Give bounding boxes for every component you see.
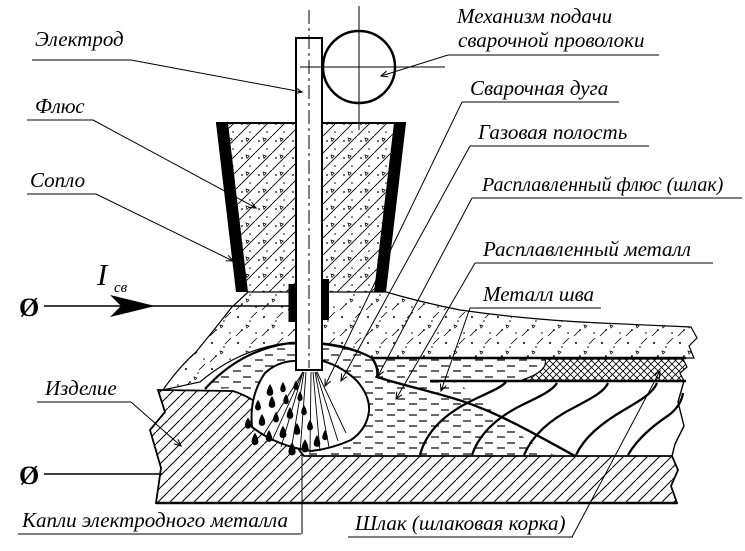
arc-ray bbox=[316, 371, 347, 434]
label-gas-cavity: Газовая полость bbox=[477, 120, 627, 144]
leader-molten-metal bbox=[396, 262, 476, 399]
weld-wave bbox=[627, 392, 685, 456]
weld-right-break-edge bbox=[671, 380, 685, 457]
welding-current-symbol: I bbox=[96, 257, 109, 292]
contact-jaw-left bbox=[288, 284, 296, 322]
zone-boundaries bbox=[204, 341, 686, 458]
label-electrode: Электрод bbox=[35, 27, 124, 51]
leader-gas-cavity bbox=[341, 145, 471, 381]
leader-weld-metal bbox=[441, 307, 471, 391]
nozzle-wall-left bbox=[216, 123, 248, 292]
phase-symbol-bottom: Ø bbox=[19, 461, 39, 490]
phase-symbol-top: Ø bbox=[19, 293, 39, 322]
current-circuit: Ø Ø I св bbox=[19, 257, 294, 490]
label-weld-metal: Металл шва bbox=[482, 282, 594, 306]
label-nozzle: Сопло bbox=[30, 168, 85, 192]
arc-ray bbox=[315, 371, 339, 442]
label-feed-mechanism-line1: Механизм подачи bbox=[456, 4, 612, 28]
leader-welding-arc bbox=[325, 101, 463, 386]
arc-ray bbox=[271, 371, 304, 442]
callout-labels: Электрод Флюс Сопло Механизм подачи свар… bbox=[18, 4, 742, 538]
molten-dome-outline bbox=[204, 341, 373, 390]
weld-wave bbox=[522, 382, 610, 456]
leader-flux bbox=[92, 119, 256, 208]
current-arrow bbox=[110, 295, 155, 317]
leader-nozzle bbox=[95, 193, 233, 261]
welding-current-subscript: св bbox=[114, 280, 128, 296]
slag-crust-band bbox=[521, 358, 688, 382]
arc-ray bbox=[309, 371, 312, 454]
label-slag-crust: Шлак (шлаковая корка) bbox=[354, 511, 565, 535]
leader-slag-crust bbox=[571, 371, 660, 538]
leader-workpiece bbox=[130, 401, 181, 446]
arc-ray bbox=[290, 371, 305, 452]
contact-jaw-right bbox=[322, 279, 329, 320]
label-molten-metal: Расплавленный металл bbox=[482, 237, 691, 261]
label-welding-arc: Сварочная дуга bbox=[470, 76, 608, 100]
feed-roller bbox=[300, 6, 445, 130]
arc-ray bbox=[312, 371, 321, 452]
leader-electrode bbox=[130, 59, 302, 92]
label-molten-flux: Расплавленный флюс (шлак) bbox=[481, 174, 724, 196]
weld-wave bbox=[574, 382, 659, 456]
leader-lines bbox=[92, 54, 660, 538]
leader-molten-flux bbox=[378, 197, 473, 376]
pool-solidification-front bbox=[371, 357, 576, 458]
label-flux: Флюс bbox=[35, 94, 85, 118]
leader-feed-mechanism bbox=[381, 54, 449, 76]
label-workpiece: Изделие bbox=[44, 376, 117, 400]
label-feed-mechanism-line2: сварочной проволоки bbox=[458, 28, 645, 52]
nozzle-wall-right bbox=[374, 123, 406, 292]
label-electrode-drops: Капли электродного металла bbox=[21, 508, 288, 532]
